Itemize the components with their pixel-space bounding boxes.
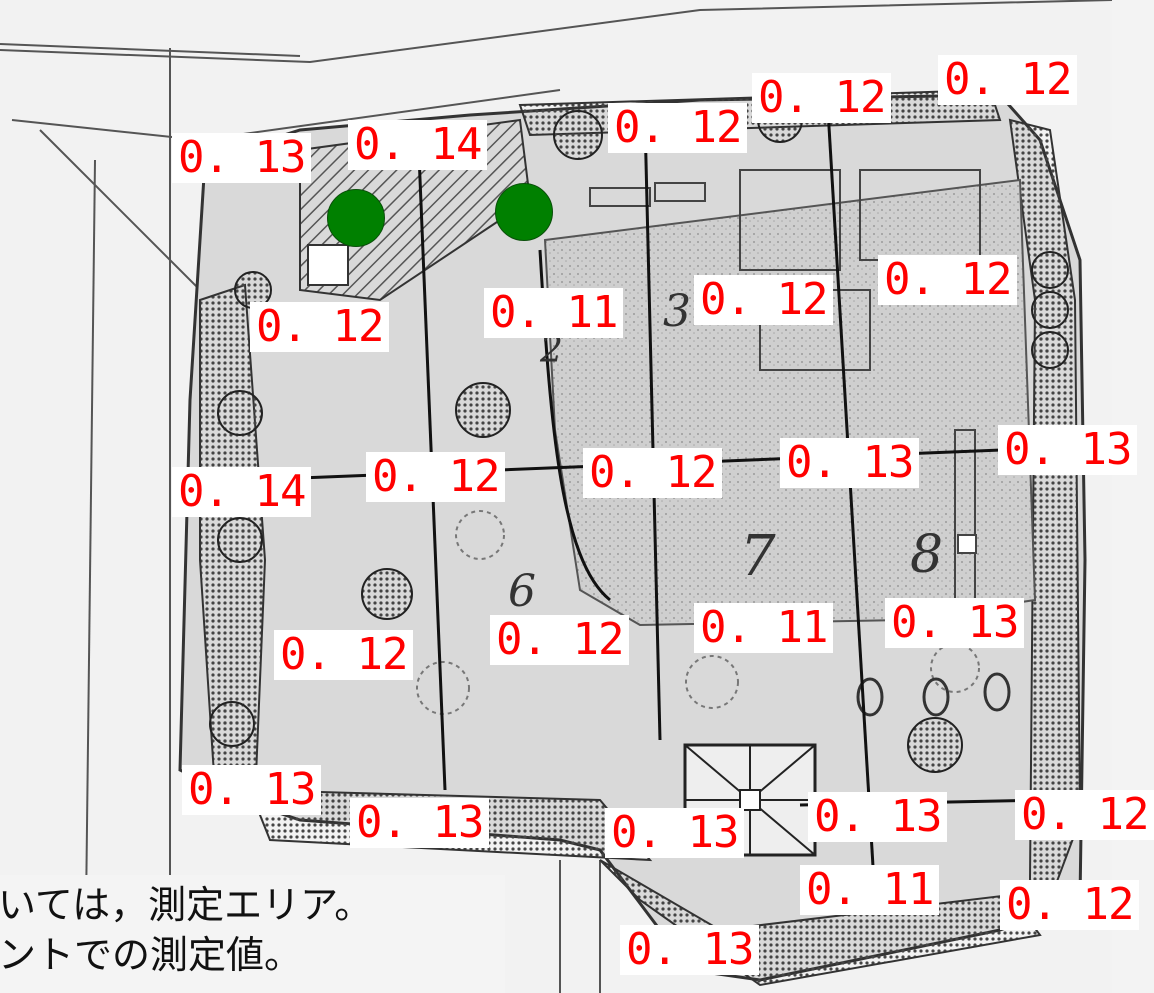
ovals	[856, 672, 1011, 717]
area-number-3: 3	[663, 286, 691, 337]
reading-7: 0. 11	[484, 288, 624, 338]
reading-12: 0. 12	[583, 448, 723, 498]
reading-25: 0. 12	[1000, 880, 1140, 930]
reading-2: 0. 14	[348, 120, 488, 170]
reading-24: 0. 11	[800, 865, 940, 915]
site-plan-map: 3 2 6 7 8	[0, 0, 1113, 993]
paved-area	[543, 178, 1037, 627]
reading-5: 0. 12	[938, 55, 1078, 105]
reading-23: 0. 12	[1015, 790, 1154, 840]
reading-13: 0. 13	[780, 438, 920, 488]
marker-dot-1	[327, 189, 385, 247]
reading-4: 0. 12	[752, 73, 892, 123]
reading-21: 0. 13	[605, 808, 745, 858]
reading-20: 0. 13	[350, 798, 490, 848]
reading-16: 0. 12	[490, 615, 630, 665]
reading-22: 0. 13	[808, 792, 948, 842]
reading-6: 0. 12	[250, 302, 390, 352]
area-number-8: 8	[910, 525, 943, 585]
legend-background	[0, 875, 505, 993]
area-numbers: 3 2 6 7 8	[508, 286, 943, 617]
marker-dot-2	[495, 183, 553, 241]
reading-8: 0. 12	[694, 275, 834, 325]
reading-10: 0. 14	[172, 467, 312, 517]
legend-line-2: ントでの測定値。	[0, 933, 303, 977]
reading-14: 0. 13	[998, 425, 1138, 475]
reading-17: 0. 11	[694, 603, 834, 653]
reading-1: 0. 13	[172, 133, 312, 183]
reading-3: 0. 12	[608, 103, 748, 153]
area-number-6: 6	[508, 566, 536, 617]
reading-26: 0. 13	[620, 925, 760, 975]
reading-19: 0. 13	[182, 765, 322, 815]
area-number-2: 2	[539, 330, 563, 371]
reading-15: 0. 12	[274, 630, 414, 680]
reading-18: 0. 13	[885, 598, 1025, 648]
area-number-7: 7	[740, 524, 776, 589]
reading-9: 0. 12	[878, 255, 1018, 305]
reading-11: 0. 12	[366, 452, 506, 502]
legend-line-1: いては，測定エリア。	[0, 883, 373, 927]
trees	[209, 97, 1069, 773]
